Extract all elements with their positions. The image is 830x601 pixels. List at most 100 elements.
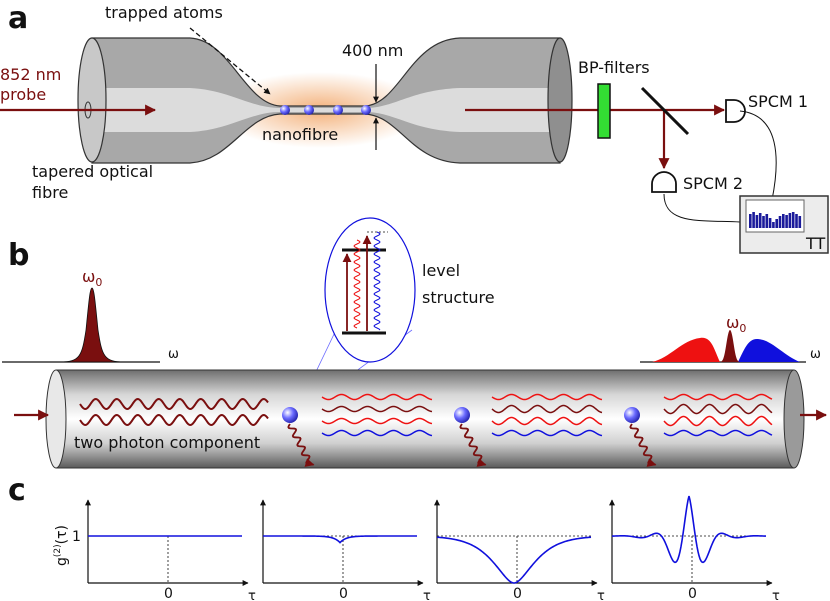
cylinder-end-left	[45, 369, 67, 469]
nanofibre-label: nanofibre	[262, 125, 338, 144]
fibre-end-left	[77, 37, 107, 163]
photon-wave	[491, 429, 603, 437]
level-structure-inset: level structure	[299, 217, 495, 409]
photon-wave	[321, 393, 433, 401]
tapered-fibre	[77, 37, 573, 164]
spcm1-label: SPCM 1	[748, 92, 808, 111]
bandpass-filter	[597, 83, 611, 139]
histogram-bar	[752, 212, 755, 228]
level-label-line1: level	[422, 261, 460, 280]
photon-wave	[663, 429, 773, 437]
scattered-photon-arrow	[629, 423, 657, 467]
g2-curve	[436, 536, 592, 584]
cable-spcm1	[739, 110, 777, 201]
histogram-bar	[775, 219, 778, 228]
histogram-bar	[785, 215, 788, 228]
x-tick-label: 0	[688, 586, 697, 601]
photon-wave	[663, 415, 773, 427]
histogram-bar	[798, 216, 802, 228]
emission-blue-wave	[373, 231, 381, 331]
photon-wave	[321, 417, 433, 425]
x-axis-label: τ	[423, 589, 431, 601]
atom	[280, 105, 290, 115]
cable-spcm2	[663, 193, 741, 223]
cylinder-body	[56, 370, 794, 468]
scattered-photon-arrow	[459, 423, 487, 467]
photon-wave	[491, 416, 603, 426]
omega0-left: ω0	[82, 267, 102, 289]
atom	[333, 105, 343, 115]
panel-label-b: b	[8, 238, 29, 273]
x-axis-label: τ	[597, 589, 605, 601]
photon-wave	[663, 393, 773, 401]
histogram-bar	[782, 214, 785, 228]
atom	[361, 105, 371, 115]
scattered-photons	[287, 423, 657, 467]
omega-axis-label-right: ω	[810, 347, 821, 362]
red-sideband	[652, 337, 720, 362]
nanofibre-cylinder	[45, 369, 805, 469]
histogram-bar	[788, 213, 792, 228]
filters-label: BP-filters	[578, 58, 650, 77]
trapped-atoms-row	[280, 105, 371, 115]
histogram-bar	[795, 214, 798, 228]
trapped-atoms-pointer	[189, 27, 271, 95]
histogram-bar	[758, 213, 762, 228]
spcm2-label: SPCM 2	[683, 174, 743, 193]
histogram-bar	[749, 214, 752, 228]
time-tagger-box: TT	[739, 195, 829, 254]
probe-label-line1: 852 nm	[0, 65, 61, 84]
histogram-bar	[778, 216, 782, 228]
y-tick-label: 1	[72, 529, 81, 545]
x-axis-label: τ	[248, 589, 256, 601]
probe-label-line2: probe	[0, 85, 46, 104]
histogram-bar	[755, 215, 759, 228]
input-peak	[59, 287, 125, 363]
atom	[454, 407, 470, 423]
atoms-on-fibre	[282, 407, 640, 423]
photon-wave	[663, 403, 773, 415]
tt-label: TT	[805, 234, 825, 253]
level-ellipse	[324, 217, 416, 363]
input-spectrum: ω0 ω	[2, 267, 179, 363]
histogram-bar	[791, 212, 795, 228]
photon-wave-packets	[79, 393, 773, 437]
beam-splitter	[640, 86, 690, 136]
histogram-bars	[749, 212, 802, 228]
spcm1-detector-icon	[725, 99, 746, 123]
x-tick-label: 0	[339, 586, 348, 601]
trapped-atoms-label: trapped atoms	[105, 3, 223, 22]
diameter-label: 400 nm	[342, 41, 403, 60]
output-peak	[720, 330, 740, 362]
panel-label-c: c	[8, 473, 26, 508]
histogram-bar	[765, 214, 769, 228]
photon-wave	[491, 393, 603, 401]
photon-wave	[321, 405, 433, 413]
cylinder-end-right	[783, 369, 805, 469]
fibre-core	[95, 88, 560, 132]
g2-curve	[263, 535, 417, 544]
photon-wave	[79, 413, 269, 427]
panel-label-a: a	[8, 1, 28, 36]
scattered-photon-arrow	[287, 423, 315, 467]
output-spectrum: ω0 ω	[640, 313, 821, 363]
fibre-end-right	[547, 37, 573, 163]
histogram-bar	[762, 216, 765, 228]
histogram-bar	[768, 218, 772, 228]
g2-curve	[611, 495, 767, 564]
two-photon-label: two photon component	[74, 433, 260, 452]
photon-wave	[79, 397, 269, 411]
level-label-line2: structure	[422, 288, 495, 307]
omega-axis-label-left: ω	[168, 347, 179, 362]
blue-sideband	[738, 338, 800, 362]
x-axis-label: τ	[772, 589, 780, 601]
histogram-bar	[772, 222, 775, 228]
emission-red-wave	[353, 239, 361, 329]
x-tick-label: 0	[164, 586, 173, 601]
